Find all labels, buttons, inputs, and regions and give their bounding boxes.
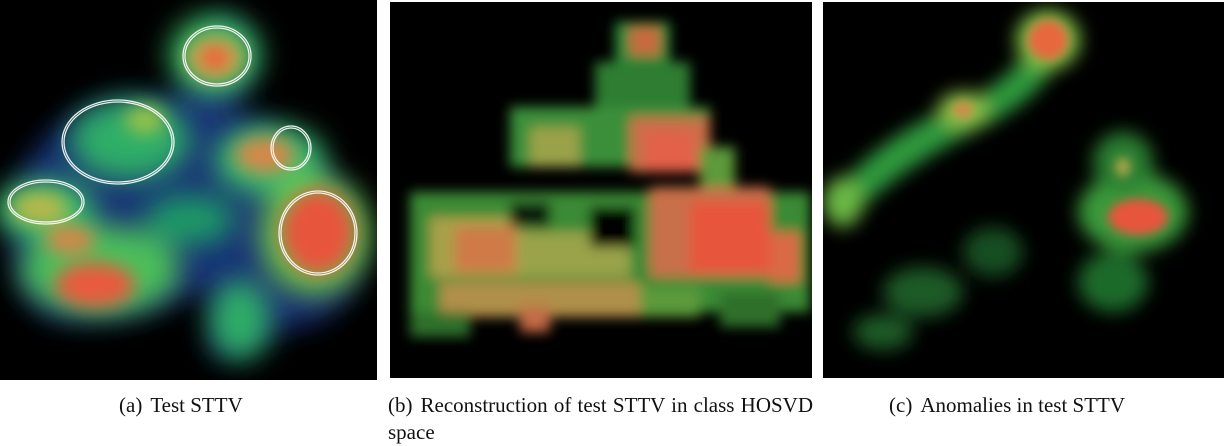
heatmap-test-sttv-image xyxy=(0,0,377,380)
caption-reconstruction: (b)Reconstruction of test STTV in class … xyxy=(388,392,813,446)
heatmap-anomalies xyxy=(823,2,1224,378)
caption-label-b: (b) xyxy=(388,393,413,417)
heatmap-reconstruction-image xyxy=(390,2,812,378)
caption-anomalies: (c) Anomalies in test STTV xyxy=(889,392,1189,419)
caption-text-b: Reconstruction of test STTV in class HOS… xyxy=(388,393,813,444)
caption-test-sttv: (a) Test STTV xyxy=(119,392,289,419)
heatmap-anomalies-image xyxy=(823,2,1224,378)
heatmap-test-sttv xyxy=(0,0,377,380)
annotation-ellipses xyxy=(7,25,358,276)
caption-label-a: (a) xyxy=(119,393,143,417)
caption-text-c: Anomalies in test STTV xyxy=(920,393,1126,417)
caption-text-a: Test STTV xyxy=(150,393,243,417)
caption-label-c: (c) xyxy=(889,393,913,417)
heatmap-reconstruction xyxy=(390,2,812,378)
